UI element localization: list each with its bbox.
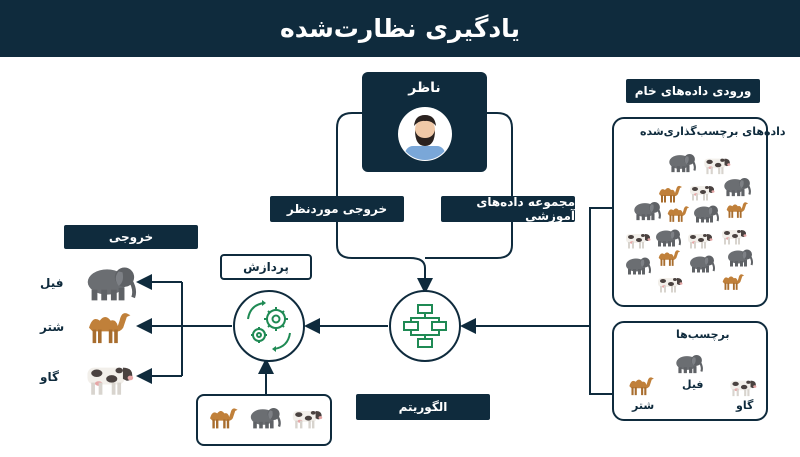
cow-icon — [718, 224, 748, 246]
page-title: یادگیری نظارت‌شده — [280, 14, 520, 43]
elephant-icon — [690, 202, 720, 224]
elephant-icon — [80, 262, 138, 302]
cow-icon — [684, 228, 714, 250]
processing-label: پردازش — [220, 254, 312, 280]
camel-icon — [624, 372, 656, 398]
labeled-data-title: داده‌های برچسب‌گذاری‌شده — [640, 125, 786, 138]
camel-icon — [204, 404, 240, 430]
elephant-icon — [622, 254, 652, 276]
cow-icon — [622, 228, 652, 250]
output-item-label: شتر — [40, 320, 65, 334]
title-bar: یادگیری نظارت‌شده — [0, 0, 800, 57]
supervisor-avatar-icon — [398, 107, 452, 161]
elephant-icon — [665, 150, 697, 174]
processing-gears-icon — [233, 290, 305, 362]
expected-output-label: خروجی موردنظر — [270, 196, 404, 222]
algorithm-flowchart-icon — [389, 290, 461, 362]
tags-title: برچسب‌ها — [676, 328, 730, 341]
elephant-icon — [672, 350, 704, 376]
cow-icon — [726, 374, 758, 398]
cow-icon — [700, 152, 732, 176]
elephant-icon — [246, 404, 282, 430]
elephant-icon — [652, 226, 682, 248]
output-item-label: فیل — [40, 276, 64, 290]
camel-icon — [654, 246, 682, 268]
tag-cow: گاو — [736, 399, 754, 412]
supervisor-box: ناظر — [362, 72, 487, 172]
cow-icon — [80, 358, 136, 396]
tag-elephant: فیل — [682, 378, 704, 391]
tag-camel: شتر — [632, 399, 655, 412]
elephant-icon — [720, 174, 752, 198]
algorithm-label: الگوریتم — [356, 394, 490, 420]
cow-icon — [288, 404, 324, 430]
camel-icon — [722, 198, 750, 220]
elephant-icon — [686, 252, 716, 274]
cow-icon — [686, 180, 716, 202]
output-item-label: گاو — [40, 370, 59, 384]
elephant-icon — [724, 246, 754, 268]
camel-icon — [663, 202, 691, 224]
supervisor-label: ناظر — [408, 80, 441, 96]
camel-icon — [80, 306, 134, 346]
raw-input-label: ورودی داده‌های خام — [626, 79, 760, 103]
camel-icon — [718, 270, 746, 292]
training-set-label: مجموعه داده‌های آموزشی — [441, 195, 575, 223]
elephant-icon — [630, 198, 662, 222]
cow-icon — [654, 272, 684, 294]
output-label: خروجی — [64, 225, 198, 249]
